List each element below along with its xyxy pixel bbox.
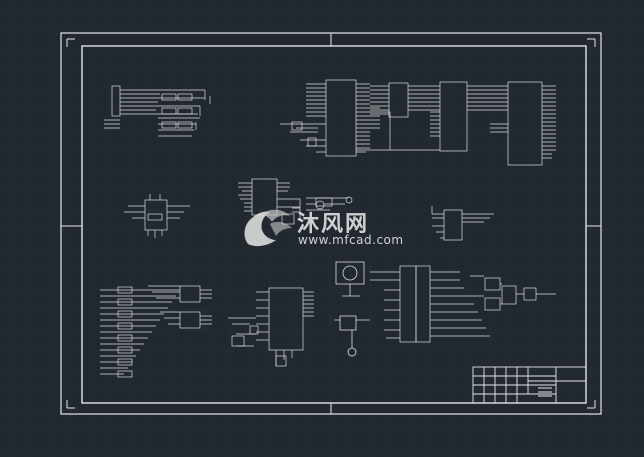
- watermark-site-url: www.mfcad.com: [298, 233, 404, 247]
- title-block: [472, 366, 587, 404]
- schematic-motor-section: [334, 261, 370, 357]
- schematic-regulator: [124, 194, 190, 238]
- inner-drawing-frame: [81, 45, 587, 404]
- mfcad-logo-icon: [244, 209, 292, 247]
- schematic-driver-array: [100, 285, 212, 378]
- centering-marks: [61, 33, 601, 414]
- corner-marks: [66, 38, 596, 409]
- schematic-right-chip: [431, 206, 494, 241]
- schematic-connector-block: [104, 85, 211, 137]
- schematic-relay-bank: [370, 265, 556, 343]
- schematic-bottom-mcu: [228, 287, 314, 367]
- watermark-site-name: 沐风网: [297, 212, 370, 237]
- schematic-center-chip: [238, 178, 353, 225]
- schematic-mcu-chain: [280, 79, 556, 166]
